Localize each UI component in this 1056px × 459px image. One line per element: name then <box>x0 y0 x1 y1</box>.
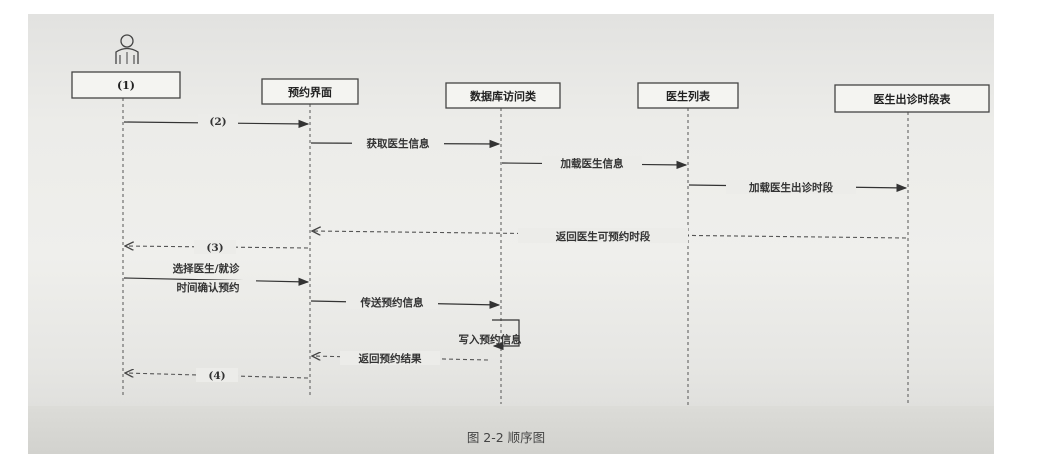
label-bg <box>198 114 238 128</box>
get-doctor-info-label: 获取医生信息 <box>367 137 430 150</box>
lifeline-label-doctor-schedule: 医生出诊时段表 <box>874 92 952 106</box>
message-3-label: (3) <box>206 242 223 254</box>
message-2-label: (2) <box>209 116 226 128</box>
return-booking-result-label: 返回预约结果 <box>359 352 422 365</box>
write-booking-info-label: 写入预约信息 <box>459 333 522 346</box>
select-confirm-label-line2: 时间确认预约 <box>177 281 240 294</box>
label-bg <box>194 240 236 254</box>
lifeline-box-doctor-list <box>637 82 739 109</box>
select-confirm-label-line1: 选择医生/就诊 <box>173 262 240 275</box>
lifeline-box-db-access <box>445 82 561 109</box>
send-booking-info-label: 传送预约信息 <box>360 296 424 309</box>
lifeline-label-db-access: 数据库访问类 <box>470 89 537 103</box>
figure-caption: 图 2-2 顺序图 <box>467 430 545 445</box>
lifeline-box-1 <box>71 71 181 99</box>
lifeline-label-doctor-list: 医生列表 <box>666 89 711 103</box>
label-bg <box>518 228 688 243</box>
label-bg <box>726 180 856 194</box>
photo-shadow <box>28 406 994 454</box>
lifeline-box-doctor-schedule <box>834 84 990 113</box>
label-bg <box>542 156 642 170</box>
label-bg <box>160 280 256 294</box>
load-doctor-info-label: 加载医生信息 <box>560 157 624 170</box>
lifeline-label-booking-ui: 预约界面 <box>288 85 332 99</box>
return-available-slots-label: 返回医生可预约时段 <box>556 230 651 243</box>
label-bg <box>346 295 438 309</box>
label-bg <box>340 351 440 365</box>
label-bg <box>352 136 444 150</box>
message-4-label: (4) <box>208 370 225 382</box>
write-booking-info-self-arrow <box>492 319 520 351</box>
lifeline-box-booking-ui <box>261 78 359 105</box>
label-bg <box>196 368 238 382</box>
load-doctor-schedule-label: 加载医生出诊时段 <box>748 181 833 194</box>
return-booking-result-arrow <box>312 356 489 360</box>
user-actor-icon <box>115 34 139 64</box>
lifeline-label-1: (1) <box>117 79 135 92</box>
